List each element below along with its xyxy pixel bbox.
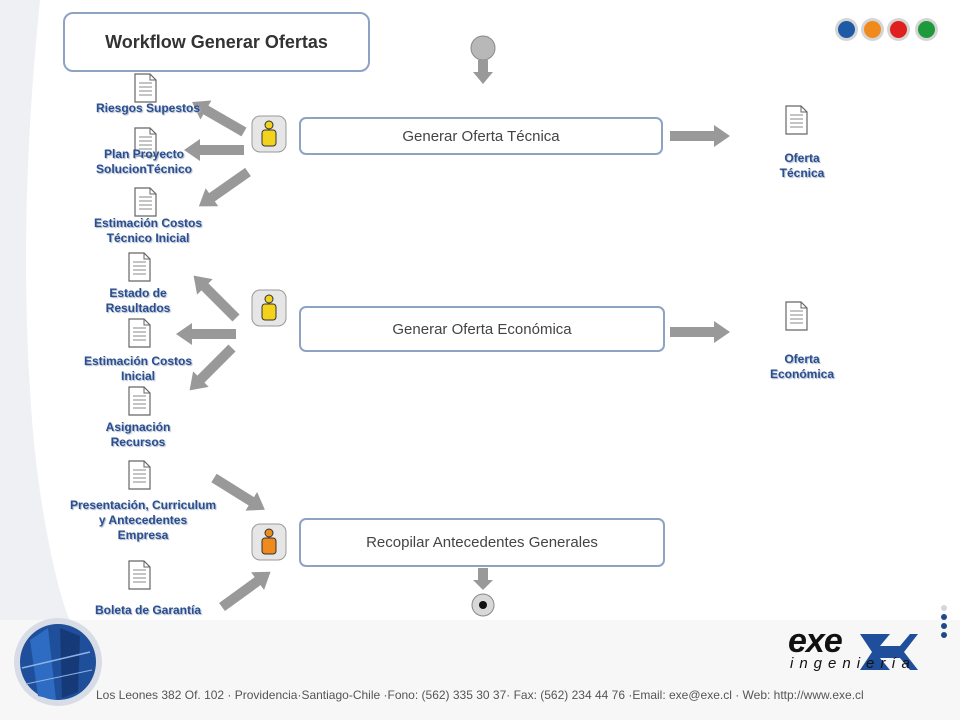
doc-label-line: Boleta de Garantía	[94, 603, 202, 617]
corner-dot-orange	[864, 21, 881, 38]
doc-label-line: Empresa	[117, 528, 169, 542]
document-icon	[134, 73, 157, 103]
doc-label-estimacion-tecnico: Estimación Costos Técnico Inicial	[78, 216, 218, 246]
corner-dot-blue	[838, 21, 855, 38]
doc-label-asignacion: Asignación Recursos	[68, 420, 208, 450]
diagram-title: Workflow Generar Ofertas	[63, 12, 370, 72]
doc-label-line: Técnico Inicial	[106, 231, 190, 245]
doc-label-line: y Antecedentes	[98, 513, 188, 527]
doc-label-riesgos: Riesgos Supestos	[78, 101, 218, 116]
logo-text: exe	[788, 622, 843, 660]
doc-label-oferta-tecnica: Oferta Técnica	[757, 151, 847, 181]
arrow-icon	[186, 92, 250, 142]
document-icon	[785, 105, 808, 135]
doc-label-line: Económica	[769, 367, 835, 381]
document-icon	[128, 386, 151, 416]
doc-label-line: Asignación	[105, 420, 171, 434]
doc-label-presentacion: Presentación, Curriculum y Antecedentes …	[58, 498, 228, 543]
arrow-icon	[670, 125, 730, 147]
activity-generar-oferta-economica: Generar Oferta Económica	[299, 306, 665, 352]
activity-generar-oferta-tecnica: Generar Oferta Técnica	[299, 117, 663, 155]
activity-recopilar-antecedentes: Recopilar Antecedentes Generales	[299, 518, 665, 567]
logo-subtext: ingeniería	[790, 655, 916, 672]
arrow-icon	[670, 321, 730, 343]
document-icon	[128, 560, 151, 590]
document-icon	[128, 460, 151, 490]
company-logo-icon	[860, 634, 918, 670]
document-icon	[128, 252, 151, 282]
doc-label-oferta-economica: Oferta Económica	[757, 352, 847, 382]
person-icon	[251, 289, 287, 327]
arrow-icon	[176, 323, 236, 345]
person-icon	[251, 523, 287, 561]
document-icon	[128, 318, 151, 348]
doc-label-line: Resultados	[105, 301, 171, 315]
doc-label-boleta: Boleta de Garantía	[78, 603, 218, 618]
doc-label-plan-proyecto: Plan Proyecto SolucionTécnico	[74, 147, 214, 177]
doc-label-estimacion-inicial: Estimación Costos Inicial	[68, 354, 208, 384]
doc-label-line: Estimación Costos	[83, 354, 193, 368]
doc-label-line: Oferta	[784, 352, 820, 366]
doc-label-line: Estimación Costos	[93, 216, 203, 230]
globe-emblem-icon	[14, 618, 102, 706]
corner-dot-green	[918, 21, 935, 38]
doc-label-line: Recursos	[110, 435, 166, 449]
start-node-icon	[470, 35, 496, 84]
decor-dots	[941, 605, 947, 638]
doc-label-line: Riesgos Supestos	[95, 101, 201, 115]
doc-label-line: Plan Proyecto	[103, 147, 185, 161]
document-icon	[785, 301, 808, 331]
corner-dot-red	[890, 21, 907, 38]
doc-label-line: Presentación, Curriculum	[69, 498, 217, 512]
doc-label-estado-resultados: Estado de Resultados	[68, 286, 208, 316]
arrow-icon	[215, 562, 278, 616]
doc-label-line: Oferta	[784, 151, 820, 165]
doc-label-line: Estado de	[109, 286, 167, 300]
doc-label-line: Técnica	[779, 166, 825, 180]
doc-label-line: SolucionTécnico	[95, 162, 192, 176]
doc-label-line: Inicial	[120, 369, 155, 383]
document-icon	[134, 187, 157, 217]
person-icon	[251, 115, 287, 153]
footer-contact: Los Leones 382 Of. 102 · Providencia·San…	[96, 688, 864, 702]
end-node-icon	[471, 568, 495, 617]
